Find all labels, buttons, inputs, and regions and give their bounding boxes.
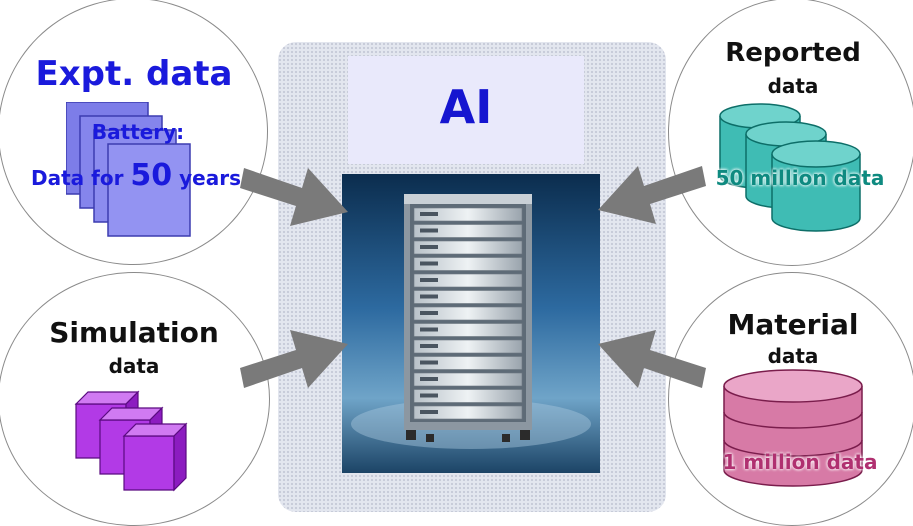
rack-unit-panel [420,212,438,216]
material-data-count: 1 million data [722,450,878,474]
rack-unit-panel [420,261,438,266]
database-cylinder-icon [720,368,866,492]
reported-data-subtitle: data [767,74,819,98]
rack-unit [413,290,523,304]
battery-label: Battery: [91,120,185,144]
rack-unit-panel [420,377,438,381]
rack-unit [413,389,523,403]
rack-unit [413,372,523,387]
ai-label: AI [439,80,493,134]
rack-unit [413,257,523,271]
rack-unit [413,224,523,238]
cube-stack-icon [70,386,200,496]
arrow-material-to-ai [596,322,706,408]
ai-label-box [348,56,584,164]
rack-unit-panel [420,393,438,398]
rack-unit [413,273,523,288]
rack-unit-panel [420,360,438,365]
simulation-data-subtitle: data [108,354,160,378]
material-data-title: Material [727,308,859,341]
rack-unit [413,240,523,255]
reported-data-count: 50 million data [715,166,885,190]
reported-data-title: Reported [725,38,861,68]
rack-unit [413,339,523,354]
rack-unit-panel [420,344,438,348]
battery-years-label: Data for 50 years [0,158,272,193]
rack-unit [413,306,523,321]
rack-unit-panel [420,278,438,282]
rack-unit-panel [420,294,438,299]
material-data-subtitle: data [767,344,819,368]
rack-unit [413,207,523,222]
simulation-data-title: Simulation [49,316,219,349]
document-stack-icon [66,102,206,242]
rack-unit-panel [420,228,438,233]
rack-unit-panel [420,311,438,315]
battery-years-number: 50 [130,158,173,193]
arrow-reported-to-ai [596,146,706,234]
arrow-simulation-to-ai [240,322,352,408]
rack-unit-panel [420,327,438,332]
arrow-expt-to-ai [240,148,352,234]
battery-years-suffix: years [172,166,241,190]
rack-unit-panel [420,410,438,414]
battery-years-prefix: Data for [31,166,131,190]
rack-unit [413,356,523,370]
rack-unit [413,323,523,337]
server-rack-icon [342,174,600,473]
rack-unit [413,405,523,420]
rack-unit-panel [420,245,438,249]
expt-data-title: Expt. data [35,54,233,94]
database-cylinder-stack-icon [716,98,876,238]
